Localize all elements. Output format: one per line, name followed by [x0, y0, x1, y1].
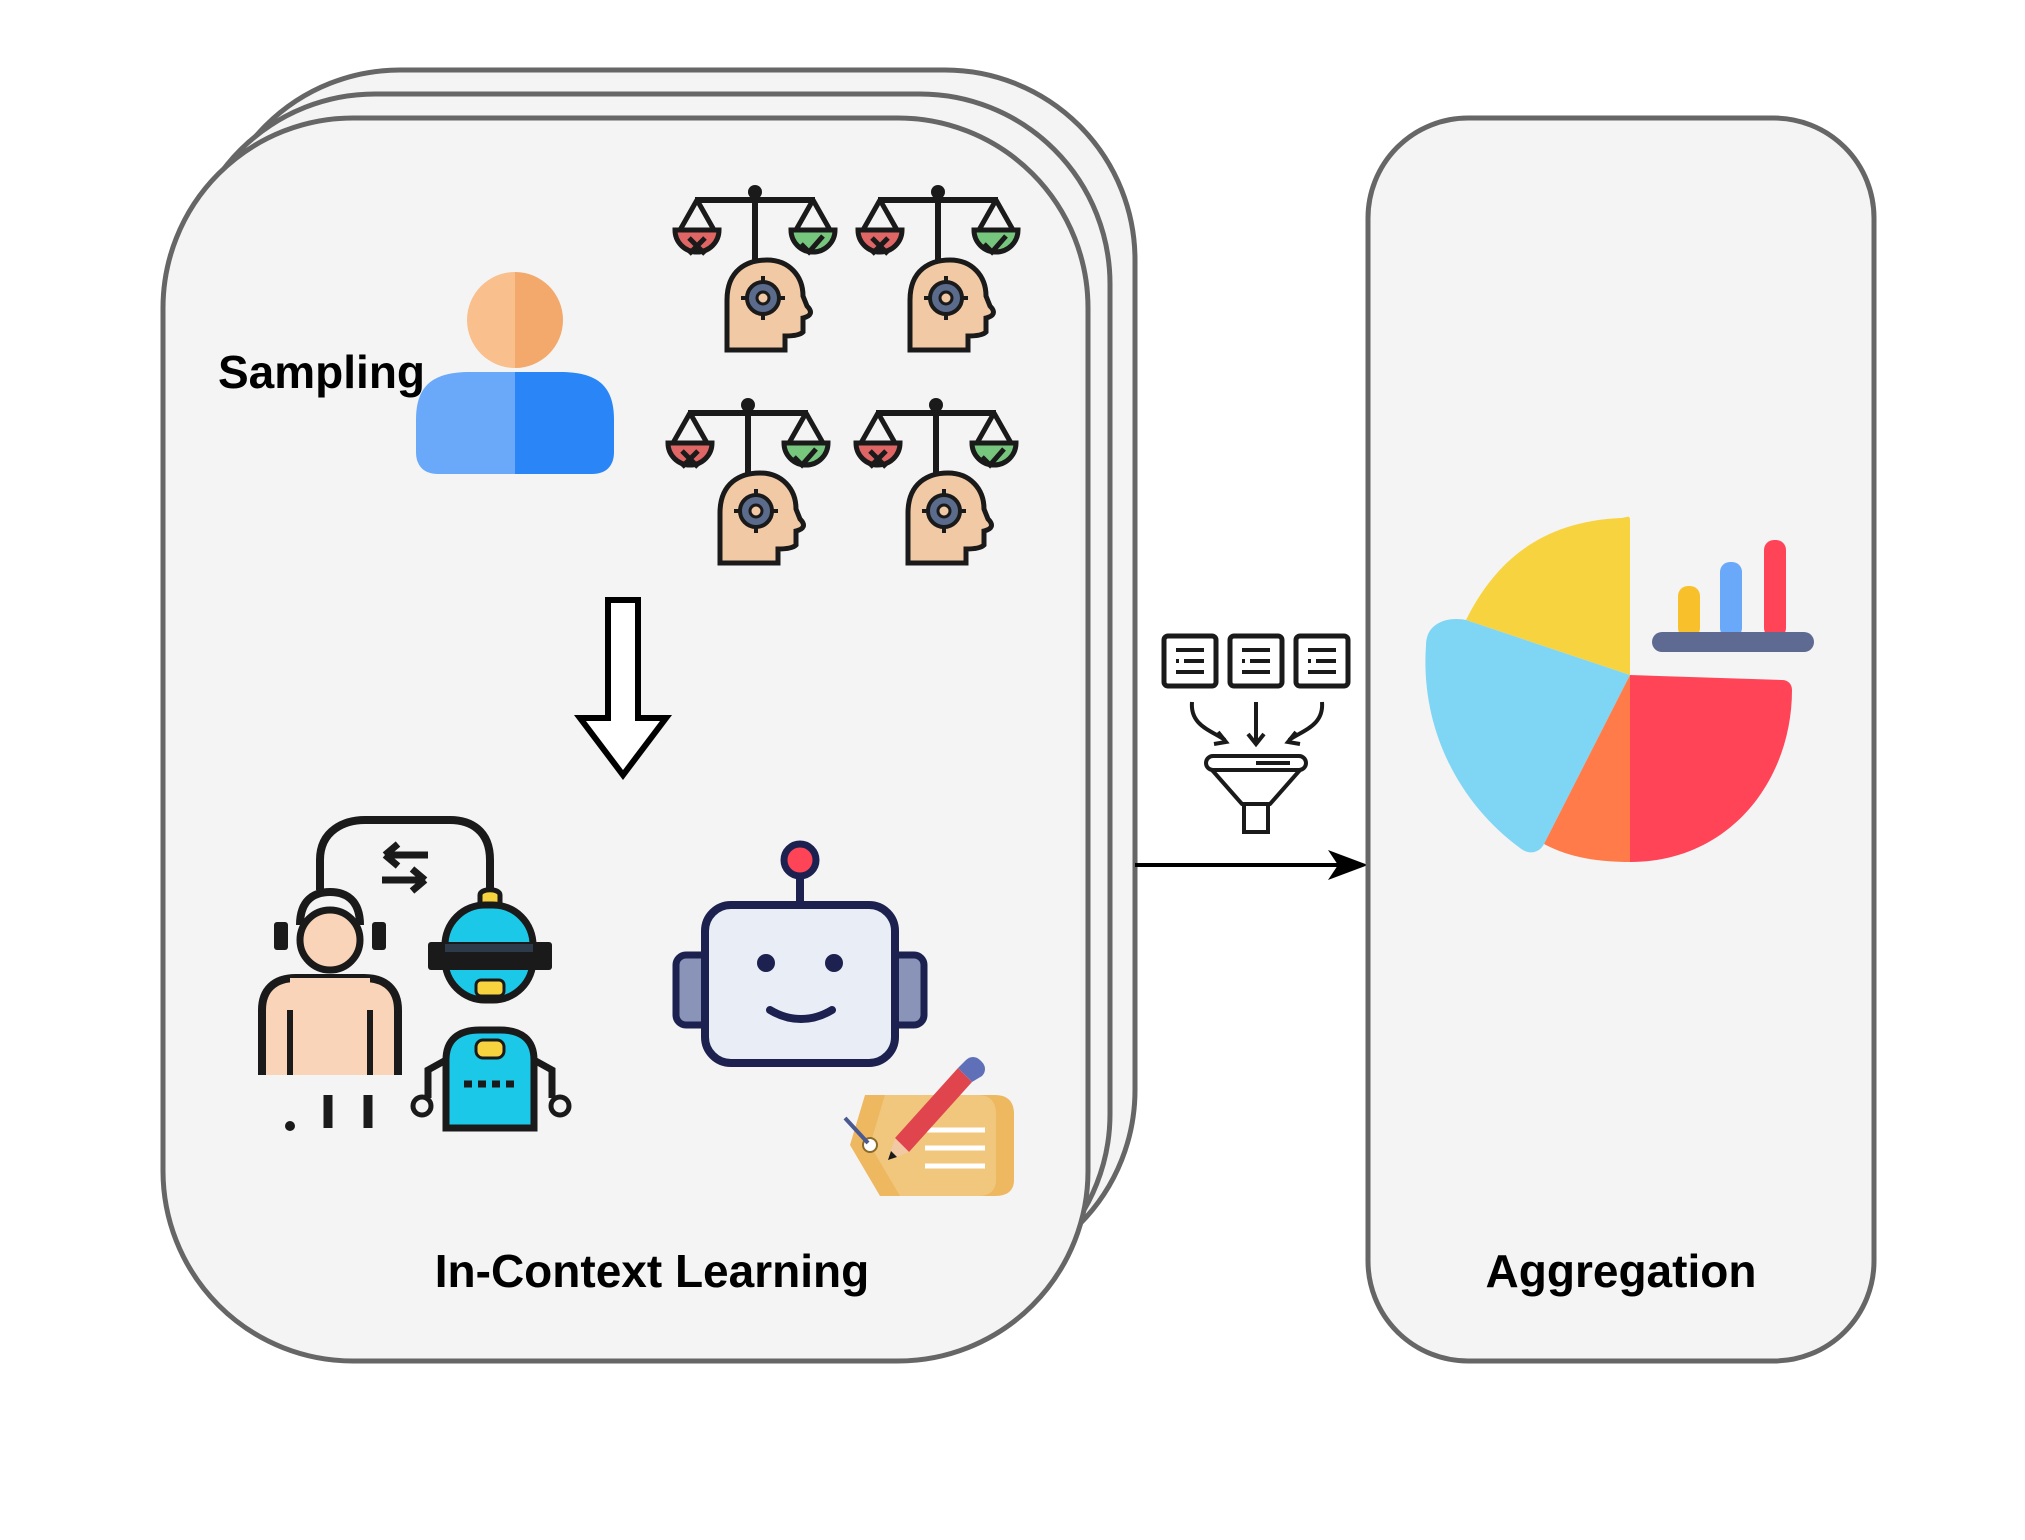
right-arrow-icon — [1135, 850, 1368, 880]
annotation-tag-icon — [843, 1057, 1014, 1196]
documents-icon — [1164, 636, 1348, 686]
robot-icon — [672, 840, 928, 1067]
human-robot-exchange-icon — [258, 816, 572, 1132]
down-arrow-icon — [573, 597, 673, 780]
aggregation-label: Aggregation — [1486, 1245, 1757, 1297]
pie-bar-chart-icon — [1425, 516, 1814, 862]
sampling-label: Sampling — [218, 346, 425, 398]
filter-funnel-icon — [1189, 701, 1325, 834]
icl-label: In-Context Learning — [435, 1245, 869, 1297]
user-icon — [416, 272, 614, 474]
